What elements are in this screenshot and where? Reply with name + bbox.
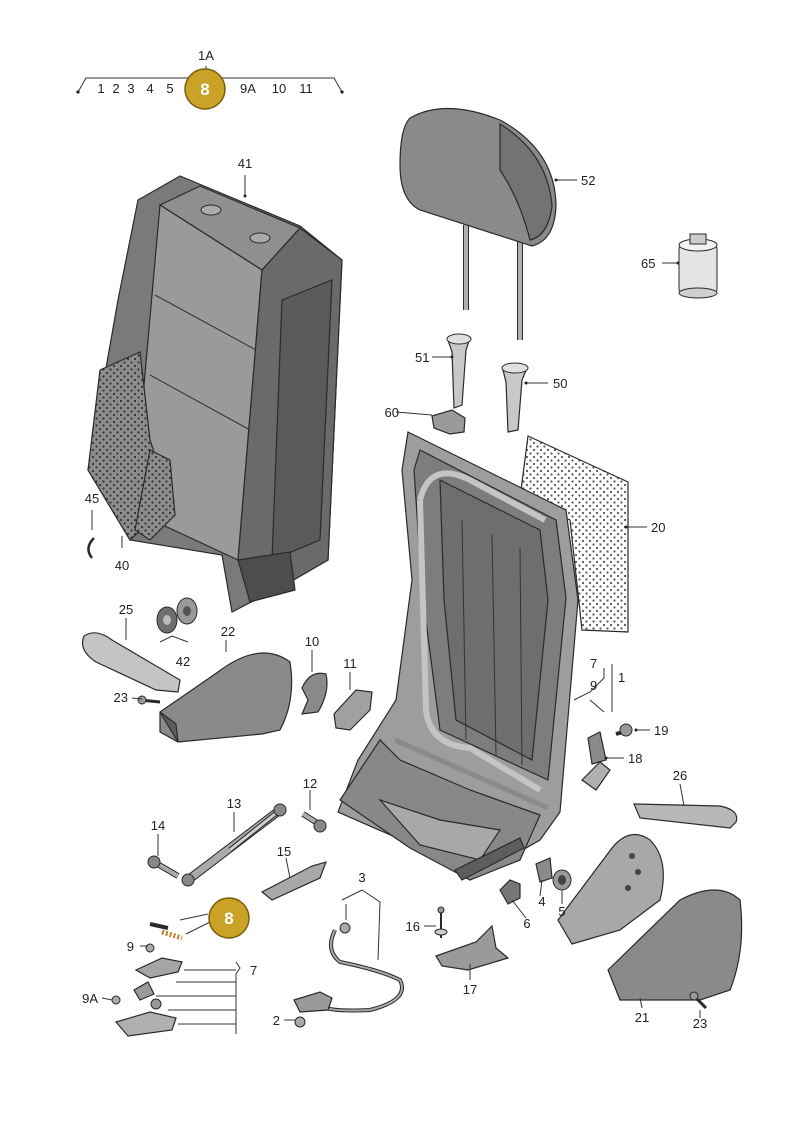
nav-top-label[interactable]: 1A	[198, 48, 214, 63]
part-label[interactable]: 4	[538, 894, 545, 909]
callout-badge[interactable]	[208, 897, 250, 939]
nav-item[interactable]: 1	[97, 81, 104, 96]
part-label[interactable]: 9	[127, 939, 134, 954]
part-label[interactable]: 25	[119, 602, 133, 617]
part-label[interactable]: 5	[558, 904, 565, 919]
part-label[interactable]: 42	[176, 654, 190, 669]
part-label[interactable]: 13	[227, 796, 241, 811]
seat-frame	[337, 431, 579, 881]
part-label[interactable]: 3	[358, 870, 365, 885]
nav-item[interactable]: 3	[127, 81, 134, 96]
part-label[interactable]: 18	[628, 751, 642, 766]
screw-23-right	[689, 991, 708, 1010]
side-panel-21	[607, 889, 743, 1001]
handle-11	[333, 689, 373, 731]
backrest-cushion	[87, 175, 343, 613]
part-label[interactable]: 40	[115, 558, 129, 573]
part-label[interactable]: 15	[277, 844, 291, 859]
nav-item[interactable]: 10	[272, 81, 286, 96]
strap-26	[633, 803, 738, 829]
part-label[interactable]: 1	[618, 670, 625, 685]
part-labels: 41 52 65 51 50 60 20 7 9 1 19 18 26 45 4…	[82, 156, 707, 1031]
part-label[interactable]: 19	[654, 723, 668, 738]
callout-label: 8	[224, 909, 233, 928]
headrest-guides	[446, 333, 529, 433]
nav-item[interactable]: 2	[112, 81, 119, 96]
part-label[interactable]: 12	[303, 776, 317, 791]
side-cover-22	[159, 652, 293, 743]
part-label[interactable]: 20	[651, 520, 665, 535]
headrest	[399, 107, 557, 340]
part-18	[587, 731, 607, 765]
nav-item[interactable]: 5	[166, 81, 173, 96]
bolt-12	[301, 811, 327, 833]
part-label[interactable]: 22	[221, 624, 235, 639]
part-label[interactable]: 10	[305, 634, 319, 649]
plate-15	[260, 861, 327, 901]
part-label[interactable]: 17	[463, 982, 477, 997]
part-label[interactable]: 41	[238, 156, 252, 171]
part-label[interactable]: 60	[385, 405, 399, 420]
pin-16	[434, 906, 448, 938]
gas-strut-13	[181, 803, 287, 887]
nav-current-badge	[184, 68, 226, 110]
latch-assembly	[111, 922, 183, 1037]
part-label[interactable]: 51	[415, 350, 429, 365]
screw-19	[615, 723, 633, 737]
part-label[interactable]: 65	[641, 256, 655, 271]
part-label[interactable]: 14	[151, 818, 165, 833]
nav-item[interactable]: 11	[299, 81, 313, 96]
clip-4	[535, 857, 553, 883]
discs-42	[156, 597, 198, 634]
strap-25	[81, 632, 181, 693]
part-label[interactable]: 9	[590, 678, 597, 693]
part-label[interactable]: 7	[590, 656, 597, 671]
part-label[interactable]: 26	[673, 768, 687, 783]
clip-60	[431, 409, 466, 435]
part-label[interactable]: 16	[406, 919, 420, 934]
leader-lines	[91, 175, 701, 1034]
part-label[interactable]: 45	[85, 491, 99, 506]
nav-item[interactable]: 4	[146, 81, 153, 96]
part-label[interactable]: 11	[343, 656, 357, 671]
bracket-17	[435, 924, 510, 971]
part-label[interactable]: 50	[553, 376, 567, 391]
bracket-right	[557, 833, 664, 945]
nav-item[interactable]: 9A	[240, 81, 256, 96]
part-label[interactable]: 21	[635, 1010, 649, 1025]
part-label[interactable]: 52	[581, 173, 595, 188]
part-label[interactable]: 7	[250, 963, 257, 978]
part-label[interactable]: 23	[693, 1016, 707, 1031]
screw-23-left	[137, 695, 161, 705]
nut-6	[499, 879, 521, 905]
can-65	[678, 233, 718, 299]
ring-45	[87, 537, 95, 559]
bolt-14	[147, 855, 180, 879]
cap-10	[301, 672, 328, 715]
part-label[interactable]: 9A	[82, 991, 98, 1006]
nav-current-label: 8	[200, 80, 209, 99]
part-label[interactable]: 2	[273, 1013, 280, 1028]
cable-3	[293, 922, 404, 1028]
part-label[interactable]: 23	[114, 690, 128, 705]
part-label[interactable]: 6	[523, 916, 530, 931]
part-navigation: 1A 1 2 3 4 5 8 9A 10 11	[76, 48, 344, 110]
